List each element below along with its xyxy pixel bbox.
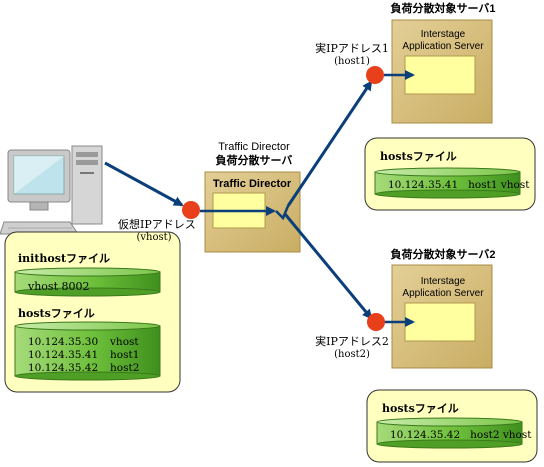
server2-hosts-title: hostsファイル — [382, 402, 459, 415]
client-to-vip-arrow — [104, 161, 184, 207]
td-to-server1-arrow — [286, 80, 373, 207]
client-hosts-row-ip: 10.124.35.30 — [28, 336, 98, 348]
virtual-ip-host: (vhost) — [136, 232, 171, 243]
server1-box-line1: Interstage — [421, 29, 466, 40]
client-hosts-title: hostsファイル — [18, 307, 95, 320]
client-hosts-file-disk — [14, 321, 161, 381]
real-ip1-label: 実IPアドレス1 — [315, 41, 389, 55]
server1-hosts-title: hostsファイル — [380, 150, 457, 163]
traffic-director-title: Traffic Director — [218, 141, 290, 153]
inithost-file-content: vhost 8002 — [27, 280, 89, 293]
server1-inner-box — [404, 55, 476, 95]
client-hosts-row-host: host1 — [110, 349, 139, 361]
server2-title: 負荷分散対象サーバ2 — [390, 247, 495, 261]
real-ip1-node — [366, 66, 384, 84]
inithost-file-title: inithostファイル — [18, 252, 110, 265]
inithost-file-disk — [14, 267, 161, 297]
server2-box-line2: Application Server — [402, 288, 484, 299]
traffic-director-subtitle: 負荷分散サーバ — [216, 153, 293, 167]
td-branch-arrow — [275, 205, 290, 221]
real-ip1-host: (host1) — [334, 56, 370, 67]
client-computer-icon — [0, 145, 103, 235]
server2-inner-box — [404, 302, 476, 342]
real-ip2-host: (host2) — [334, 349, 370, 360]
client-hosts-row-ip: 10.124.35.42 — [28, 362, 98, 374]
server1-box-line2: Application Server — [402, 41, 484, 52]
traffic-director-box-label: Traffic Director — [213, 178, 292, 190]
server1-hosts-content: 10.124.35.41 host1 vhost — [388, 179, 530, 191]
real-ip2-node — [367, 313, 385, 331]
td-to-server2-arrow — [283, 213, 373, 320]
server2-box-line1: Interstage — [421, 276, 466, 287]
virtual-ip-node — [182, 201, 200, 219]
virtual-ip-label: 仮想IPアドレス — [118, 217, 196, 231]
real-ip2-label: 実IPアドレス2 — [315, 334, 389, 348]
server1-title: 負荷分散対象サーバ1 — [390, 1, 495, 15]
client-hosts-row-host: host2 — [110, 362, 139, 374]
client-hosts-row-ip: 10.124.35.41 — [28, 349, 98, 361]
client-hosts-row-host: vhost — [109, 336, 139, 348]
server1-hosts-disk — [374, 167, 521, 199]
server2-hosts-content: 10.124.35.42 host2 vhost — [390, 429, 532, 441]
server2-hosts-disk — [376, 417, 523, 449]
